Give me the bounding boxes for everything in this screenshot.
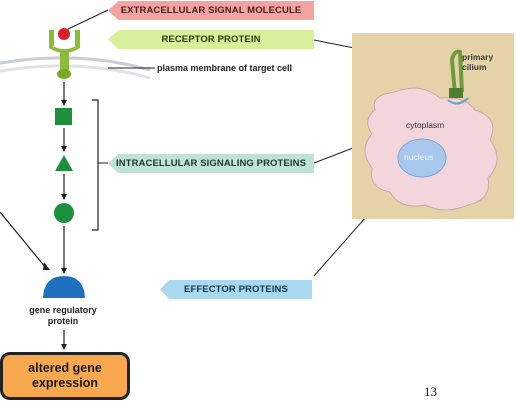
primary-cilium [449,49,464,95]
signal-molecule [58,28,70,40]
extracellular-signal-banner: EXTRACELLULAR SIGNAL MOLECULE [108,1,314,20]
receptor-protein-banner: RECEPTOR PROTEIN [108,30,314,49]
gene-regulatory-label: gene regulatory protein [29,305,97,326]
altered-gene-expression-box: altered gene expression [0,352,130,400]
arrowhead-diagonal [43,262,50,270]
page-number: 13 [424,384,437,399]
arrowhead-1 [61,100,67,106]
incoming-diagonal-line [0,211,47,269]
signaling-protein-circle [54,203,74,223]
arrowhead-4 [61,268,67,274]
arrowhead-5 [61,344,67,350]
cilium-pocket [447,97,469,105]
effector-protein [43,276,85,298]
signaling-protein-triangle [55,155,73,171]
effector-proteins-banner: EFFECTOR PROTEINS [160,280,312,299]
plasma-membrane-label: plasma membrane of target cell [157,63,293,73]
nucleus-label: nucleus [404,152,434,162]
extracellular-leader-line [65,9,109,31]
nucleus-shape [397,138,447,178]
signaling-protein-square [55,108,72,125]
arrowhead-3 [61,194,67,200]
plasma-membrane-outer [0,56,151,72]
receptor-protein [49,30,80,79]
signaling-bracket [92,99,99,231]
primary-cilium-label: primary cilium [462,52,508,72]
cilium-label-text: primary cilium [462,52,494,72]
cytoplasm-label: cytoplasm [406,120,445,130]
intracellular-signaling-banner: INTRACELLULAR SIGNALING PROTEINS [108,154,314,173]
plasma-membrane-inner [0,64,151,80]
basal-body [449,88,463,98]
arrowhead-2 [61,146,67,152]
outcome-label: altered gene expression [28,361,102,390]
